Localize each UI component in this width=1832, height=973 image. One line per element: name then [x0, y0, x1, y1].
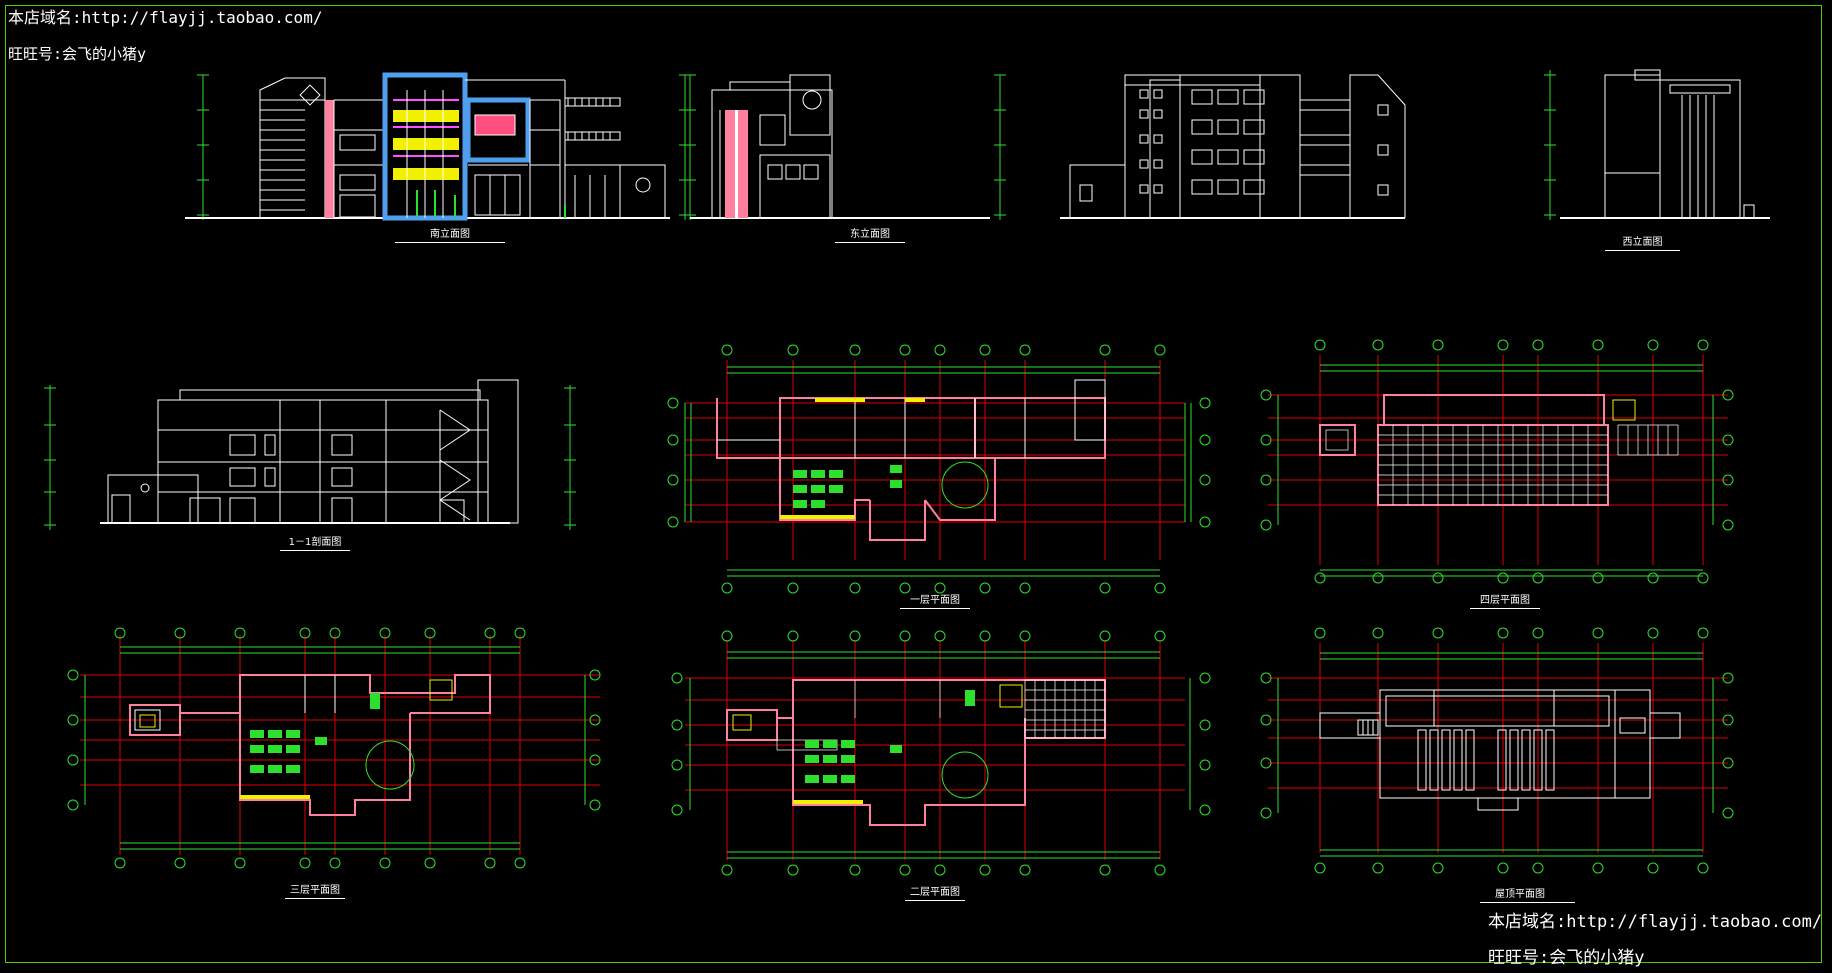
east-elevation-drawing [684, 74, 1006, 220]
south-elevation-caption-line [395, 242, 505, 243]
floor4-plan-drawing [1260, 339, 1734, 584]
floor3-plan-caption: 三层平面图 [290, 885, 340, 896]
north-elevation-drawing [1060, 74, 1406, 219]
section-caption-line [280, 550, 350, 551]
floor4-plan-caption: 四层平面图 [1480, 595, 1530, 606]
floor2-caption-line [905, 900, 965, 901]
floor3-caption-line [285, 898, 345, 899]
east-elevation-caption-line [835, 242, 905, 243]
floor4-caption-line [1470, 608, 1540, 609]
floor2-plan-drawing [671, 630, 1211, 876]
roof-plan-drawing [1260, 627, 1734, 874]
floor2-plan-caption: 二层平面图 [910, 887, 960, 898]
west-elevation-caption: 西立面图 [1622, 237, 1663, 248]
section-1-1-drawing [44, 379, 576, 530]
floor1-caption-line [900, 608, 970, 609]
west-elevation-drawing [1544, 69, 1770, 220]
watermark-domain-bottom: 本店域名:http://flayjj.taobao.com/ [1488, 912, 1823, 932]
watermark-wangwang-top: 旺旺号:会飞的小猪y [8, 45, 147, 63]
roof-plan-caption: 屋顶平面图 [1495, 889, 1545, 900]
south-elevation-caption: 南立面图 [430, 229, 470, 240]
section-1-1-caption: 1－1剖面图 [288, 537, 342, 548]
floor1-plan-caption: 一层平面图 [910, 595, 960, 606]
floor3-plan-drawing [67, 627, 601, 869]
watermark-wangwang-bottom: 旺旺号:会飞的小猪y [1488, 948, 1645, 968]
roof-caption-line [1480, 902, 1575, 903]
watermark-domain-top: 本店域名:http://flayjj.taobao.com/ [8, 8, 323, 27]
west-elevation-caption-line [1605, 250, 1680, 251]
drawing-border [5, 5, 1822, 963]
east-elevation-caption: 东立面图 [850, 229, 890, 240]
floor1-plan-drawing [667, 344, 1211, 594]
south-elevation-drawing [185, 72, 691, 221]
